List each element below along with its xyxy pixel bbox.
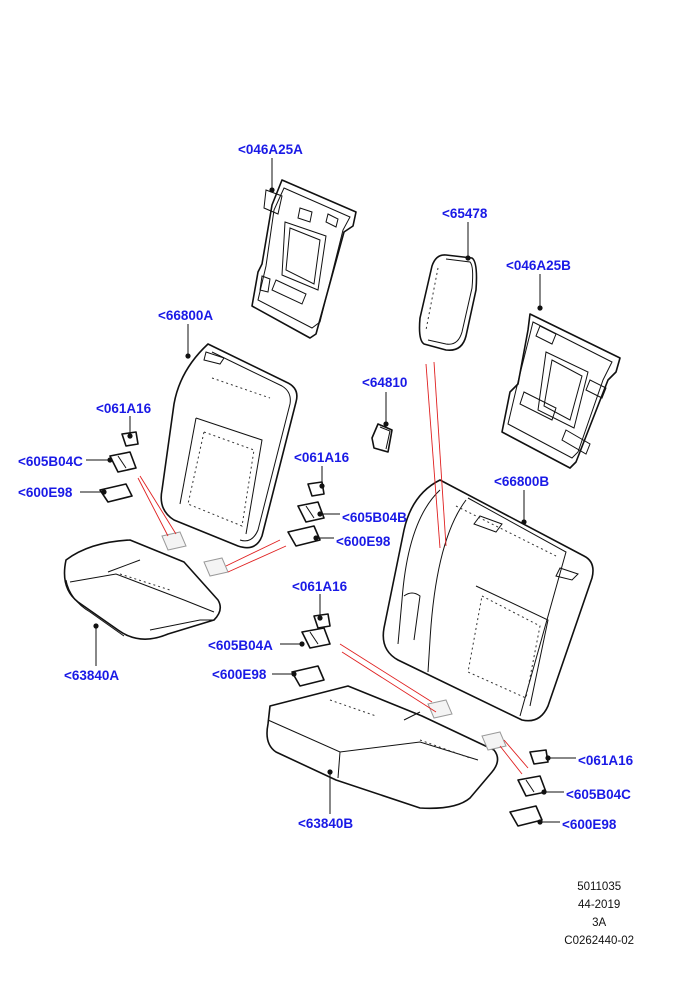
label-605b04c-left: <605B04C — [18, 454, 83, 469]
reference-date: 44-2019 — [578, 899, 621, 911]
label-605b04b-mid: <605B04B — [342, 510, 407, 525]
label-63840b: <63840B — [298, 816, 353, 831]
seat-cushion-right — [266, 685, 499, 810]
label-63840a: <63840A — [64, 668, 119, 683]
label-64810: <64810 — [362, 375, 407, 390]
headrest — [418, 254, 478, 352]
label-66800a: <66800A — [158, 308, 213, 323]
ghost-clip-4 — [481, 731, 507, 751]
diagram-reference-block: 5011035 44-2019 3A C0262440-02 — [564, 878, 634, 950]
reference-revision: 3A — [592, 917, 607, 929]
ghost-clip-3 — [427, 699, 453, 719]
seat-cushion-left — [63, 539, 222, 640]
ghost-clip-1 — [161, 531, 187, 551]
label-600e98-right: <600E98 — [562, 817, 617, 832]
label-600e98-mid: <600E98 — [336, 534, 391, 549]
ghost-clip-2 — [203, 557, 229, 577]
installation-lines — [137, 361, 529, 775]
seat-back-cover-right — [382, 479, 594, 722]
callout-labels: <046A25A <65478 <046A25B <66800A <64810 … — [18, 142, 634, 832]
label-65478: <65478 — [442, 206, 488, 221]
label-061a16-low: <061A16 — [292, 579, 348, 594]
label-600e98-low: <600E98 — [212, 667, 267, 682]
armrest-cover — [371, 423, 393, 453]
label-046a25b: <046A25B — [506, 258, 571, 273]
clip-605b04c-left — [109, 451, 137, 473]
label-046a25a: <046A25A — [238, 142, 303, 157]
leader-lines — [80, 158, 576, 825]
clip-600e98-low — [291, 665, 325, 687]
label-061a16-right: <061A16 — [578, 753, 634, 768]
label-600e98-left: <600E98 — [18, 485, 73, 500]
seat-back-cover-left — [160, 343, 298, 549]
reference-number: 5011035 — [577, 881, 622, 893]
seat-back-frame-right — [501, 313, 621, 469]
label-605b04c-right: <605B04C — [566, 787, 631, 802]
label-061a16-mid: <061A16 — [294, 450, 350, 465]
clip-061a16-low — [313, 613, 331, 629]
clip-600e98-right — [509, 805, 543, 827]
clip-061a16-right — [529, 749, 549, 765]
clip-600e98-left — [99, 483, 133, 503]
seat-back-frame-left — [251, 179, 357, 339]
clip-600e98-mid — [287, 525, 321, 547]
clip-061a16-left — [121, 431, 139, 447]
reference-code: C0262440-02 — [564, 935, 634, 947]
label-061a16-left: <061A16 — [96, 401, 152, 416]
label-66800b: <66800B — [494, 474, 549, 489]
label-605b04a-low: <605B04A — [208, 638, 273, 653]
clip-605b04a-low — [301, 627, 331, 649]
clip-605b04b-mid — [297, 501, 325, 523]
